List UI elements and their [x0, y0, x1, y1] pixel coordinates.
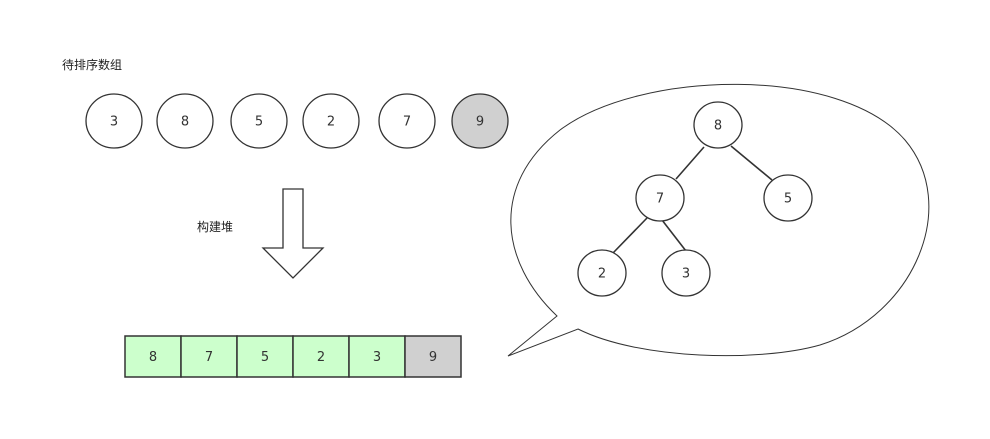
heap-cell-box	[404, 335, 462, 378]
heap-cell-value: 2	[317, 350, 325, 365]
build-heap-label: 构建堆	[197, 219, 233, 234]
input-node-value: 5	[255, 115, 263, 130]
tree-edges	[612, 145, 773, 254]
tree-edge	[661, 219, 687, 252]
heap-array: 8 7 5 2 3 9	[124, 335, 462, 378]
input-node: 5	[230, 93, 288, 149]
input-node-highlighted: 9	[451, 93, 509, 149]
tree-node-left-left: 2	[577, 249, 627, 297]
tree-node-value: 3	[682, 267, 690, 282]
input-array: 3 8 5 2 7 9	[85, 93, 509, 149]
heap-cell: 5	[236, 335, 294, 378]
tree-edge	[675, 146, 705, 180]
input-node: 3	[85, 93, 143, 149]
heap-cell-highlighted: 9	[404, 335, 462, 378]
input-node-value: 7	[403, 115, 411, 130]
input-node-circle	[230, 93, 288, 149]
heap-cell-box	[180, 335, 238, 378]
down-arrow-icon	[261, 188, 325, 279]
heap-cell: 3	[348, 335, 406, 378]
heap-cell-value: 8	[149, 350, 157, 365]
input-node-value: 9	[476, 115, 484, 130]
input-node-circle	[302, 93, 360, 149]
tree-node-left-right: 3	[661, 249, 711, 297]
input-node-circle	[85, 93, 143, 149]
heap-cell-value: 5	[261, 350, 269, 365]
heap-cell-box	[348, 335, 406, 378]
tree-node-circle	[577, 249, 627, 297]
input-node-circle	[451, 93, 509, 149]
input-node-circle	[156, 93, 214, 149]
heap-cell-value: 7	[205, 350, 213, 365]
tree-node-value: 5	[784, 192, 792, 207]
input-node: 8	[156, 93, 214, 149]
input-array-label: 待排序数组	[62, 57, 122, 72]
tree-node-left: 7	[635, 174, 685, 222]
tree-edge	[730, 145, 773, 181]
heap-cell-value: 3	[373, 350, 381, 365]
heap-cell: 2	[292, 335, 350, 378]
tree-node-circle	[635, 174, 685, 222]
tree-node-root: 8	[693, 101, 743, 149]
tree-node-value: 7	[656, 192, 664, 207]
input-node: 2	[302, 93, 360, 149]
heap-cell-value: 9	[429, 350, 437, 365]
input-node-value: 3	[110, 115, 118, 130]
tree-node-circle	[661, 249, 711, 297]
tree-node-circle	[693, 101, 743, 149]
tree-nodes: 8 7 5 2 3	[577, 101, 813, 297]
tree-node-right: 5	[763, 174, 813, 222]
input-node-value: 2	[327, 115, 335, 130]
input-node-circle	[378, 93, 436, 149]
tree-edge	[612, 217, 648, 254]
heap-cell-box	[292, 335, 350, 378]
input-node: 7	[378, 93, 436, 149]
tree-node-value: 8	[714, 119, 722, 134]
input-node-value: 8	[181, 115, 189, 130]
heap-cell: 7	[180, 335, 238, 378]
tree-node-circle	[763, 174, 813, 222]
tree-node-value: 2	[598, 267, 606, 282]
heap-cell: 8	[124, 335, 182, 378]
